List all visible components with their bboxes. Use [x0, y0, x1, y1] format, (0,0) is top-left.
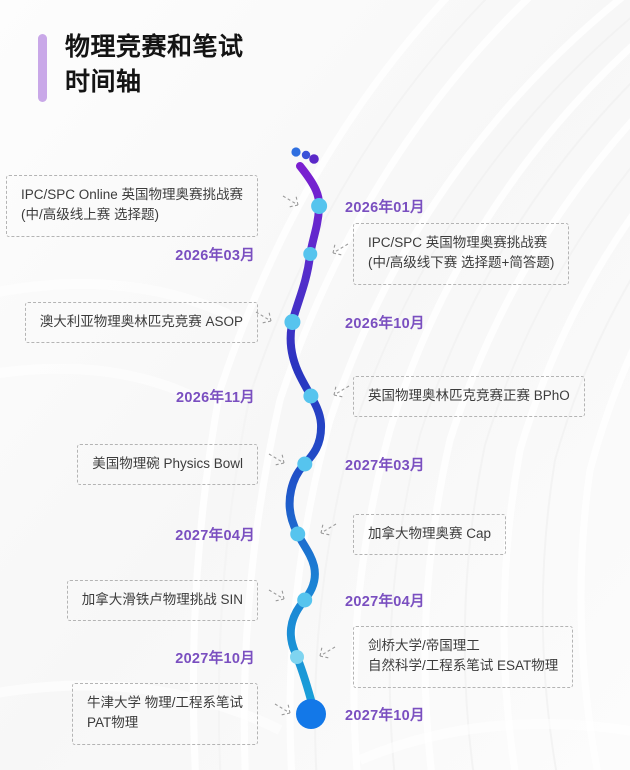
box-connector-icon — [274, 703, 291, 716]
event-date: 2026年11月 — [176, 389, 255, 406]
event-date: 2026年10月 — [345, 315, 425, 332]
title-accent-bar — [38, 34, 47, 102]
event-box[interactable]: IPC/SPC Online 英国物理奥赛挑战赛 (中/高级线上赛 选择题) — [5, 175, 258, 237]
box-connector-icon — [256, 311, 272, 324]
event-date: 2027年04月 — [175, 527, 255, 544]
box-connector-icon — [268, 589, 285, 602]
event-box[interactable]: 牛津大学 物理/工程系笔试 PAT物理 — [71, 683, 258, 745]
event-date: 2027年10月 — [345, 707, 425, 724]
box-connector-icon — [268, 453, 285, 466]
box-connector-icon — [332, 243, 349, 256]
event-date: 2027年10月 — [175, 650, 255, 667]
event-box[interactable]: 美国物理碗 Physics Bowl — [77, 443, 258, 485]
page-title-block: 物理竞赛和笔试 时间轴 — [38, 30, 244, 102]
event-date: 2026年01月 — [345, 199, 425, 216]
event-box[interactable]: 加拿大滑铁卢物理挑战 SIN — [66, 579, 258, 621]
event-box[interactable]: 英国物理奥林匹克竞赛正赛 BPhO — [353, 375, 585, 417]
event-date: 2026年03月 — [175, 247, 255, 264]
box-connector-icon — [333, 385, 350, 398]
box-connector-icon — [282, 195, 299, 208]
page-title: 物理竞赛和笔试 时间轴 — [65, 33, 244, 96]
event-box[interactable]: 加拿大物理奥赛 Cap — [353, 513, 507, 555]
event-date: 2027年03月 — [345, 457, 425, 474]
event-box[interactable]: 剑桥大学/帝国理工 自然科学/工程系笔试 ESAT物理 — [353, 626, 574, 688]
box-connector-icon — [319, 646, 336, 659]
event-box[interactable]: IPC/SPC 英国物理奥赛挑战赛 (中/高级线下赛 选择题+简答题) — [353, 223, 570, 285]
event-box[interactable]: 澳大利亚物理奥林匹克竞赛 ASOP — [24, 301, 258, 343]
box-connector-icon — [320, 523, 337, 536]
event-date: 2027年04月 — [345, 593, 425, 610]
